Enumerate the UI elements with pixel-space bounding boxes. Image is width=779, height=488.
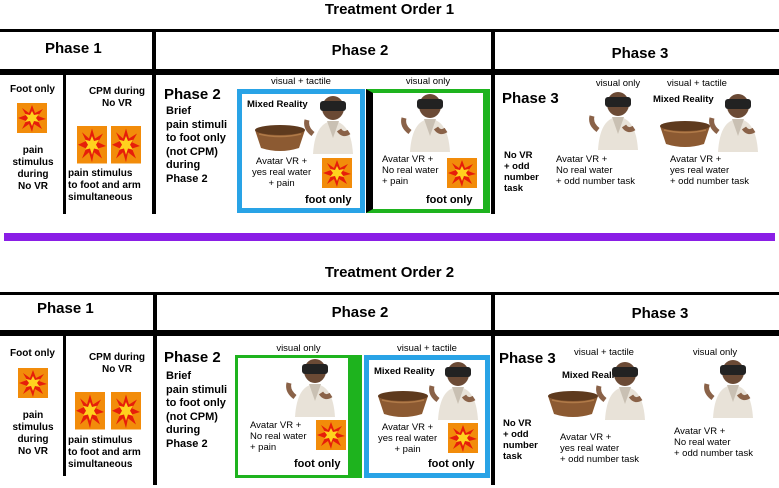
p2-cond2-desc: Avatar VR +yes real water+ pain [378,422,438,455]
foot-only-label: foot only [294,458,341,470]
divider-v1 [152,32,156,214]
p2-cond1-desc: Avatar VR +No real water+ pain [250,420,307,453]
p2-cond2-frame [364,355,490,478]
p2-cond2-header: visual + tactile [397,343,457,354]
foot-only-label: foot only [428,458,475,470]
p2-heading: Phase 2 [164,349,221,366]
mixed-reality-label: Mixed Reality [562,370,623,381]
water-bowl-icon [660,120,710,148]
order1-phase2-label: Phase 2 [331,42,389,59]
p3-heading: Phase 3 [499,350,556,367]
mixed-reality-label: Mixed Reality [247,99,308,110]
order1-phase3-label: Phase 3 [611,45,669,62]
order2-phase3-label: Phase 3 [631,305,689,322]
order1-title: Treatment Order 1 [324,1,455,18]
foot-only-label: foot only [305,194,352,206]
order2-phase1-label: Phase 1 [37,300,94,317]
divider-v2 [491,32,495,214]
p3-c2-header: visual only [692,347,738,358]
p2-cond1-header: visual + tactile [271,76,331,87]
avatar-person-icon [708,92,766,152]
p2-cond2-header: visual only [405,76,451,87]
p3-c1-header: visual + tactile [574,347,634,358]
p3-c2-header: visual + tactile [667,78,727,89]
pain-stimulus-icon [17,103,47,133]
p3-c1-desc: Avatar VR +yes real water+ odd number ta… [560,432,639,465]
avatar-person-icon [595,360,653,420]
p2-cond1-header: visual only [276,343,321,354]
foot-only-title: Foot only [10,348,55,359]
divider-phase-row [0,330,779,336]
avatar-person-icon [428,360,486,420]
avatar-person-icon [285,357,343,417]
order1-phase1-label: Phase 1 [45,40,102,57]
pain-arm-icon [75,392,105,430]
pain-arm-icon [77,126,107,164]
avatar-person-icon [588,90,646,150]
p3-c2-desc: Avatar VR +yes real water+ odd number ta… [670,154,749,187]
p2-heading: Phase 2 [164,86,221,103]
avatar-person-icon [303,94,361,154]
p3-c1-header: visual only [595,78,641,89]
order-separator [4,233,775,241]
p3-c1-desc: Avatar VR +No real water+ odd number tas… [556,154,635,187]
p2-cond1-frame [237,89,365,213]
water-bowl-icon [548,390,598,418]
pain-stimulus-icon [316,420,346,450]
p2-cond1-desc: Avatar VR +yes real water+ pain [252,156,312,189]
divider-top [0,292,779,295]
water-bowl-icon [378,390,428,418]
divider-v2 [491,295,495,485]
pain-stimulus-icon [448,423,478,453]
pain-foot-icon [111,392,141,430]
pain-foot-icon [111,126,141,164]
divider-phase-row [0,69,779,75]
divider-v1 [153,295,157,485]
p2-cond1-frame [235,355,362,478]
mixed-reality-label: Mixed Reality [653,94,714,105]
p2-cond2-desc: Avatar VR +No real water+ pain [382,154,439,187]
foot-only-label: foot only [426,194,473,206]
foot-only-title: Foot only [10,84,55,95]
water-bowl-icon [255,124,305,152]
mixed-reality-label: Mixed Reality [374,366,435,377]
avatar-person-icon [400,92,458,152]
pain-stimulus-icon [322,158,352,188]
divider-top [0,29,779,32]
p3-heading: Phase 3 [502,90,559,107]
order2-title: Treatment Order 2 [324,264,455,281]
order2-phase2-label: Phase 2 [331,304,389,321]
divider-phase1 [63,336,66,476]
pain-stimulus-icon [18,368,48,398]
pain-stimulus-icon [447,158,477,188]
divider-phase1 [63,75,66,214]
p2-cond2-frame [366,89,490,213]
avatar-person-icon [703,358,761,418]
p3-c2-desc: Avatar VR +No real water+ odd number tas… [674,426,753,459]
